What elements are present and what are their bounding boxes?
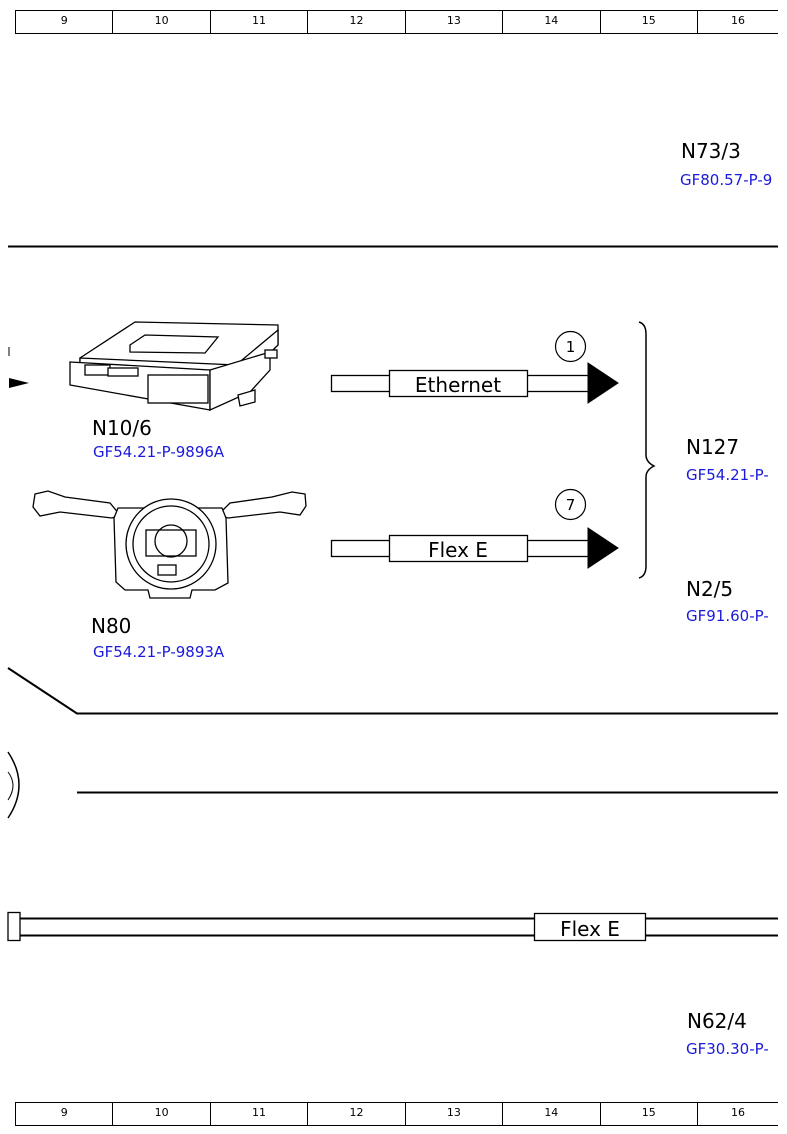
flex-e-connection [330,488,619,569]
grid-ruler-bottom: 9 10 11 12 13 14 15 16 [15,1102,778,1126]
control-unit-icon [69,321,279,412]
reference-link-n62-4[interactable]: GF30.30-P- [686,1040,769,1058]
reference-link-n80[interactable]: GF54.21-P-9893A [93,643,225,661]
ruler-cell: 11 [209,11,307,33]
ethernet-label: Ethernet [415,373,501,397]
component-id-n62-4: N62/4 [687,1009,747,1033]
reference-link-n73-3[interactable]: GF80.57-P-9 [680,171,773,189]
component-id-n127: N127 [686,435,740,459]
ruler-cell: 12 [307,11,404,33]
ruler-cell: 11 [209,1103,307,1125]
grid-ruler-top: 9 10 11 12 13 14 15 16 [15,10,778,34]
ruler-cell: 14 [502,1103,599,1125]
ruler-cell: 15 [599,1103,697,1125]
incoming-arrow-icon [9,378,29,388]
ruler-cell: 9 [15,1103,112,1125]
steering-column-switch-icon [32,490,307,599]
ruler-cell: 9 [15,11,112,33]
ruler-cell: 12 [307,1103,404,1125]
grouping-brace [638,321,656,579]
ruler-cell: 10 [112,1103,209,1125]
ruler-cell: 16 [696,1103,778,1125]
ethernet-number: 1 [566,338,576,356]
component-id-n10-6: N10/6 [92,416,152,440]
ruler-cell: 10 [112,11,209,33]
arrowhead-icon [587,527,619,569]
reference-link-n2-5[interactable]: GF91.60-P- [686,607,769,625]
reference-link-n10-6[interactable]: GF54.21-P-9896A [93,443,225,461]
connection-number-circle [554,488,587,521]
ethernet-connection [330,330,619,404]
connection-number-circle [554,330,587,363]
ruler-cell: 13 [404,1103,502,1125]
ruler-cell: 14 [502,11,599,33]
component-id-n2-5: N2/5 [686,577,734,601]
ruler-cell: 13 [404,11,502,33]
partial-circle-icon [7,751,20,819]
ruler-cell: 15 [599,11,697,33]
component-id-n73-3: N73/3 [681,139,741,163]
ruler-cell: 16 [696,11,778,33]
flex-e-number: 7 [566,496,576,514]
reference-link-n127[interactable]: GF54.21-P- [686,466,769,484]
section-divider-angled [7,667,778,715]
component-id-n80: N80 [91,614,132,638]
arrowhead-icon [587,362,619,404]
flex-e-label: Flex E [428,538,488,562]
flex-e-bus [7,911,778,942]
flex-e-bus-label: Flex E [560,917,620,941]
